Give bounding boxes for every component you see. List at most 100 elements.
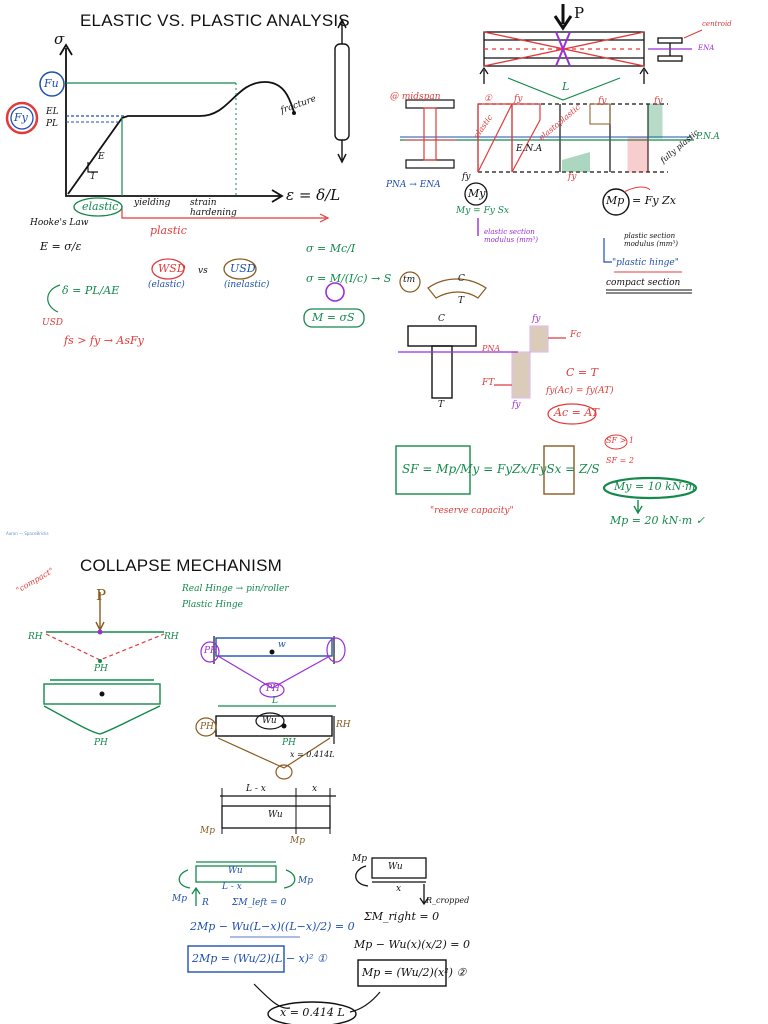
fc-label: Fc xyxy=(570,330,582,340)
real-hinge-note: Real Hinge → pin/roller xyxy=(182,584,289,594)
rh-right: RH xyxy=(164,632,179,642)
r-fbd-left: R xyxy=(202,898,209,908)
usd-note: (inelastic) xyxy=(224,280,270,290)
collapse-beam-1 xyxy=(45,592,165,663)
fy-label: Fy xyxy=(14,111,28,124)
usd-equation: fs > fy → AsFy xyxy=(64,334,144,347)
plastic-label: plastic xyxy=(150,224,187,237)
fy-label-5: fy xyxy=(462,172,471,182)
ph-2: PH xyxy=(94,738,108,748)
x-label: x xyxy=(312,784,318,794)
mp-left-label: Mp xyxy=(200,826,215,836)
step-1-label: ① xyxy=(484,94,493,104)
mp-note: plastic section modulus (mm³) xyxy=(624,232,678,248)
sigma-mc-formula: σ = Mc/I xyxy=(306,242,356,255)
ena-mid-label: E.N.A xyxy=(516,144,543,154)
vs-label: vs xyxy=(198,266,208,276)
l-minus-x-label: L - x xyxy=(246,784,266,794)
collapse-beam-4 xyxy=(195,712,335,780)
collapse-beam-5 xyxy=(220,788,336,834)
collapse-beam-2 xyxy=(43,679,161,735)
x-equals-label: x = 0.414L xyxy=(290,750,335,759)
load-p-label: P xyxy=(574,4,585,22)
stress-strain-curve xyxy=(67,81,295,195)
l-minus-x-fbd: L - x xyxy=(222,882,242,892)
fy-label-4: fy xyxy=(568,172,577,182)
tsec-t-label: T xyxy=(438,400,445,410)
usd-label: USD xyxy=(230,262,256,275)
slope-e-label: E xyxy=(98,152,105,162)
fy-label-2: fy xyxy=(598,96,607,106)
e-formula: E = σ/ε xyxy=(40,240,82,253)
my-equation: My = Fy Sx xyxy=(456,206,509,216)
wu-label-2: Wu xyxy=(268,810,283,820)
fy-label-3: fy xyxy=(654,96,663,106)
beam-elevation xyxy=(479,31,649,84)
my-label: My xyxy=(468,187,486,200)
pl-label: PL xyxy=(46,119,59,129)
fbd-right xyxy=(355,857,447,987)
equation-4: Mp = (Wu/2)(x²) ② xyxy=(362,966,467,979)
reserve-capacity: "reserve capacity" xyxy=(430,506,514,516)
fy-label-1: fy xyxy=(514,94,523,104)
fbd-left xyxy=(178,861,296,906)
collapse-beam-3 xyxy=(200,636,346,698)
safety-factor-equation: SF = Mp/My = FyZx/FySx = Z/S xyxy=(402,462,600,476)
ph-purple-left: PH xyxy=(204,646,218,656)
centroid-label: centroid xyxy=(702,20,732,28)
usd-side-label: USD xyxy=(42,318,63,328)
elastic-label: elastic xyxy=(82,200,119,213)
wu-label-1: Wu xyxy=(262,716,277,726)
span-l-label: L xyxy=(562,80,570,93)
wsd-note: (elastic) xyxy=(148,280,185,290)
final-answer: x = 0.414 L xyxy=(280,1006,345,1019)
collapse-load-p: P xyxy=(96,586,107,604)
my-value: My = 10 kN·m xyxy=(614,480,696,493)
arc-t-label: T xyxy=(458,296,465,306)
sf-equals-2: SF = 2 xyxy=(606,456,634,465)
strain-axis-label: ε = δ/L xyxy=(286,186,341,204)
pna-to-ena: PNA → ENA xyxy=(386,180,441,190)
compact-section-label: compact section xyxy=(606,278,681,288)
slope-run-label: 1 xyxy=(90,172,96,182)
pna-label: P.N.A xyxy=(696,132,720,142)
title-elastic-plastic: ELASTIC VS. PLASTIC ANALYSIS xyxy=(80,11,350,30)
stress-strain-axes xyxy=(59,43,284,203)
mp-equation: = Fy Zx xyxy=(632,194,676,207)
arc-c-label: C xyxy=(458,274,465,284)
rh-left: RH xyxy=(28,632,43,642)
plastic-hinge-label: "plastic hinge" xyxy=(612,258,679,268)
wu-fbd-right: Wu xyxy=(388,862,403,872)
title-collapse-mechanism: COLLAPSE MECHANISM xyxy=(80,556,282,575)
area-equation: Ac = AT xyxy=(554,406,599,419)
mp-mid-label: Mp xyxy=(290,836,305,846)
x-fbd-right: x xyxy=(396,884,402,894)
r-cropped-label: R_cropped xyxy=(426,896,470,905)
equation-2: 2Mp = (Wu/2)(L − x)² ① xyxy=(192,952,327,965)
wu-fbd-left: Wu xyxy=(228,866,243,876)
wsd-label: WSD xyxy=(158,262,186,275)
sigma-axis-label: σ xyxy=(54,30,65,48)
mp-fbd-right: Mp xyxy=(352,854,367,864)
fu-label: Fu xyxy=(44,77,59,90)
midspan-label: @ midspan xyxy=(390,92,441,102)
hookes-law-label: Hooke's Law xyxy=(30,218,89,228)
sum-m-left: ΣM_left = 0 xyxy=(232,898,287,908)
sum-m-right: ΣM_right = 0 xyxy=(364,910,440,923)
pna-tsec-label: PNA xyxy=(482,344,501,353)
span-l-collapse: L xyxy=(272,696,278,706)
ft-label: FT xyxy=(482,378,495,388)
ph-purple-bottom: PH xyxy=(266,684,280,694)
mp-fbd-left: Mp xyxy=(172,894,187,904)
sf-greater-1: SF > 1 xyxy=(606,436,634,445)
t-section xyxy=(407,325,477,399)
delta-formula: δ = PL/AE xyxy=(62,284,120,297)
yielding-label: yielding xyxy=(134,198,171,208)
ph-1: PH xyxy=(94,664,108,674)
mp-label: Mp xyxy=(606,194,625,207)
tsec-c-label: C xyxy=(438,314,445,324)
ena-top-label: ENA xyxy=(698,44,715,52)
mp-value: Mp = 20 kN·m ✓ xyxy=(610,514,705,527)
force-equation: fy(Ac) = fy(AT) xyxy=(546,386,614,396)
